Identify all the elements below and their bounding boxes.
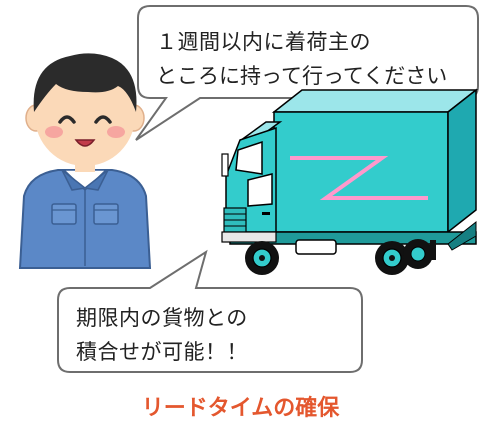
caption-title: リードタイムの確保 — [141, 396, 340, 421]
speech-bubble-bottom — [57, 249, 363, 373]
truck-illustration — [221, 88, 479, 275]
speech-bubble-top — [135, 5, 479, 141]
speech-top-line-1: １週間以内に着荷主の — [156, 30, 371, 54]
speech-bottom-line-2: 積合せが可能！！ — [76, 340, 248, 364]
speech-top-line-2: ところに持って行ってください — [156, 64, 448, 88]
worker-illustration — [18, 53, 152, 269]
speech-bottom-line-1: 期限内の貨物との — [76, 306, 248, 330]
